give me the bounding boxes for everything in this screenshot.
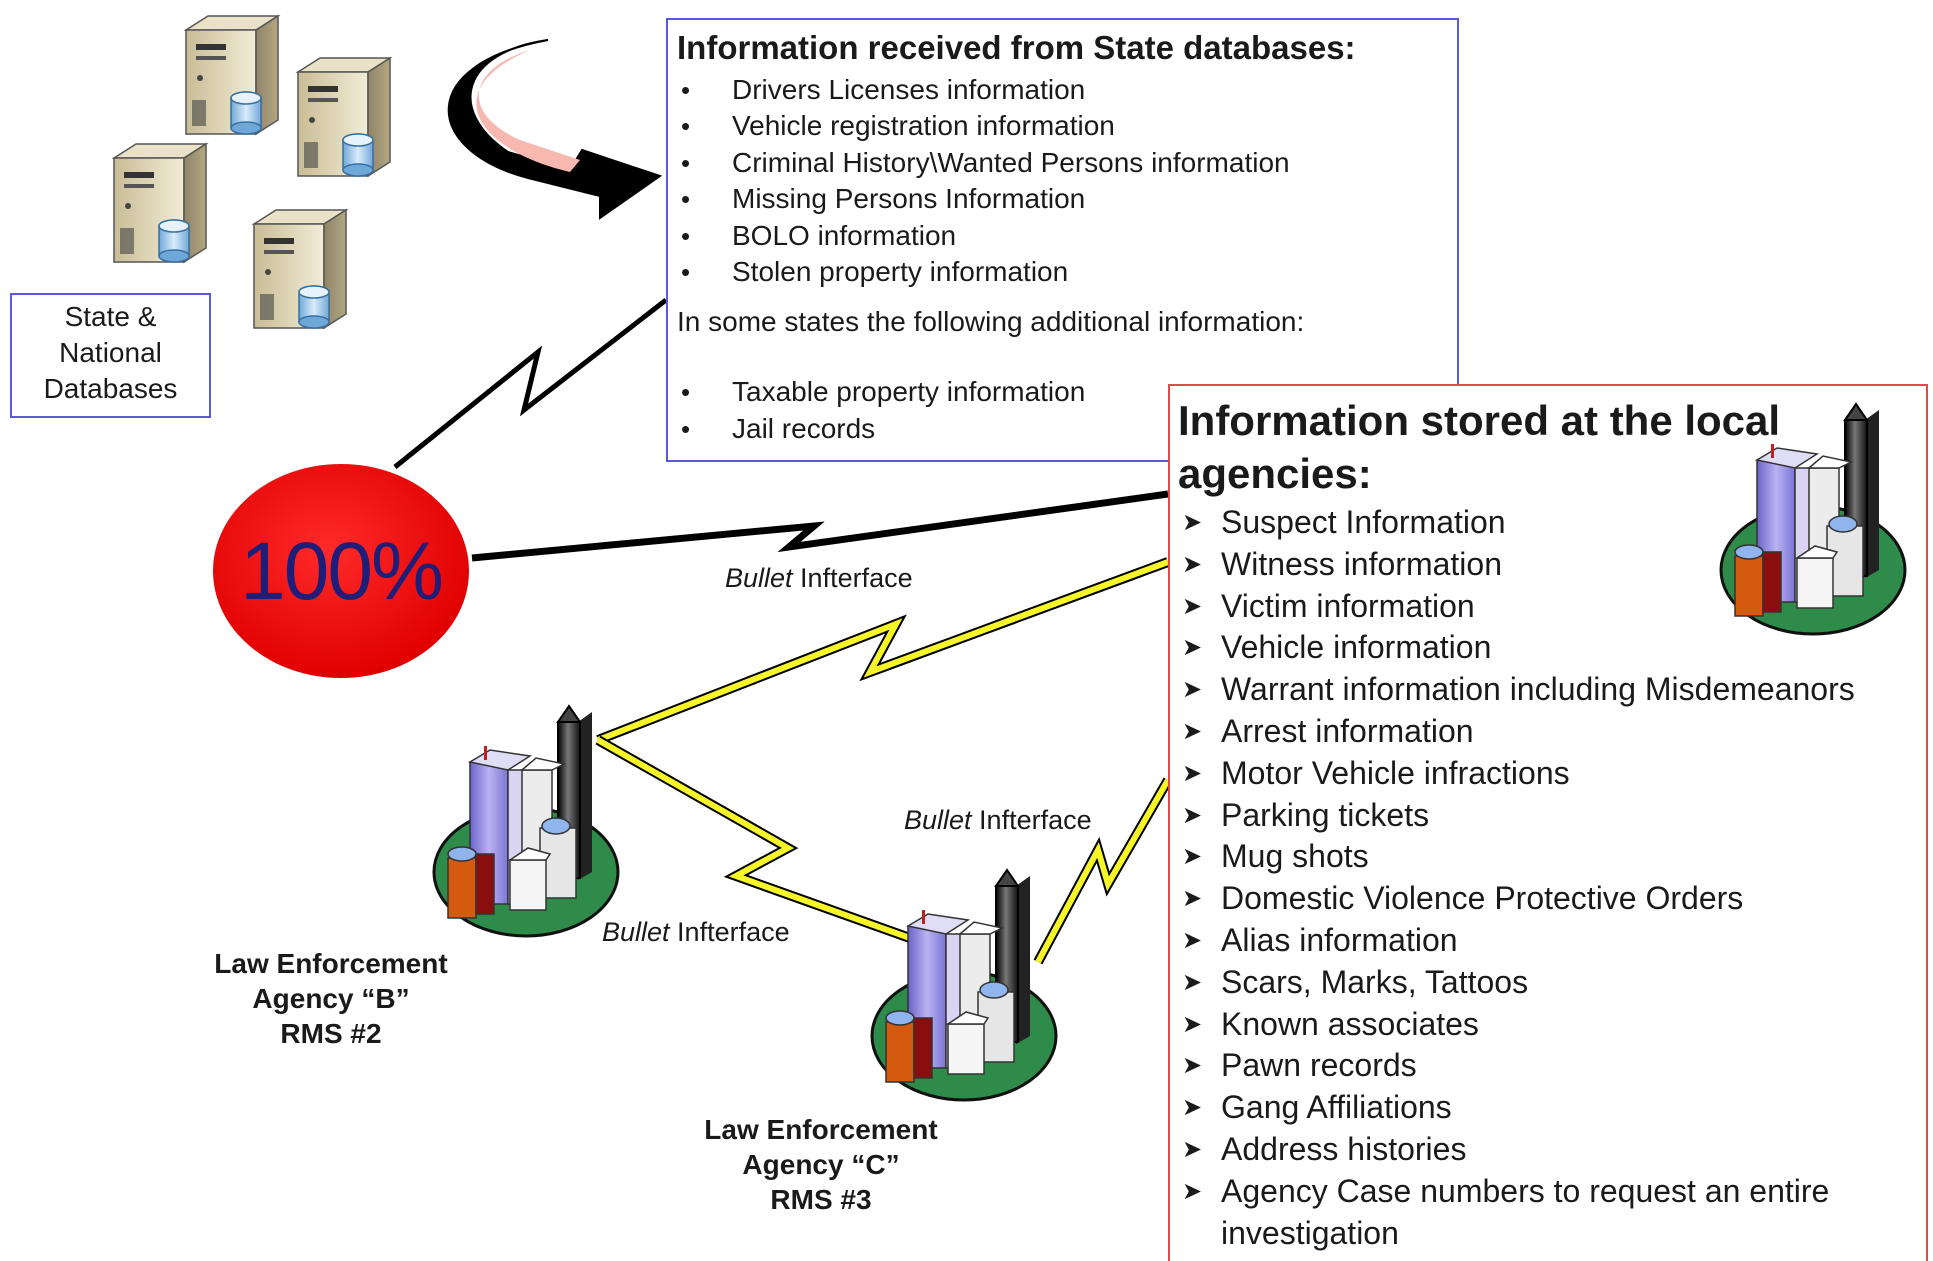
local-info-item: Known associates bbox=[1178, 1004, 1926, 1046]
state-info-item: BOLO information bbox=[677, 218, 1457, 255]
local-info-item: Agency Case numbers to request an entire… bbox=[1178, 1171, 1926, 1255]
local-info-item: Vehicle information bbox=[1178, 627, 1926, 669]
agency-c-line: Agency “C” bbox=[742, 1149, 900, 1180]
interface-label-rest: Infterface bbox=[669, 917, 790, 947]
lightning-link-c-local bbox=[1033, 777, 1173, 965]
state-db-line: State & bbox=[64, 301, 157, 332]
lightning-link-local bbox=[471, 490, 1169, 562]
state-info-panel: Information received from State database… bbox=[666, 18, 1459, 462]
local-info-title: Information stored at the local agencies… bbox=[1178, 397, 1781, 497]
lightning-link-state bbox=[393, 298, 668, 469]
local-info-item: Motor Vehicle infractions bbox=[1178, 753, 1926, 795]
city-agency-c-icon bbox=[870, 868, 1058, 1102]
state-info-item: Criminal History\Wanted Persons informat… bbox=[677, 145, 1457, 182]
lightning-link-b-c bbox=[595, 735, 968, 963]
local-info-item: Mug shots bbox=[1178, 836, 1926, 878]
interface-label-emph: Bullet bbox=[602, 917, 670, 947]
agency-c-line: Law Enforcement bbox=[704, 1114, 938, 1145]
lightning-link-b-local bbox=[596, 557, 1170, 745]
state-db-line: Databases bbox=[43, 373, 178, 404]
server-icon bbox=[253, 209, 347, 329]
agency-b-line: Agency “B” bbox=[252, 983, 410, 1014]
city-local-icon bbox=[1719, 402, 1907, 636]
local-info-item: Pawn records bbox=[1178, 1045, 1926, 1087]
local-info-item: Alias information bbox=[1178, 920, 1926, 962]
city-agency-b-icon bbox=[432, 704, 620, 938]
local-info-item: Gang Affiliations bbox=[1178, 1087, 1926, 1129]
local-info-item: Warrant information including Misdemeano… bbox=[1178, 669, 1926, 711]
state-info-extra-item: Jail records bbox=[677, 411, 1457, 448]
server-icon bbox=[185, 15, 279, 135]
state-info-item: Stolen property information bbox=[677, 254, 1457, 291]
agency-b-line: RMS #2 bbox=[280, 1018, 382, 1049]
agency-c-label: Law Enforcement Agency “C” RMS #3 bbox=[690, 1112, 952, 1217]
server-icon bbox=[297, 57, 391, 177]
interface-label: Bullet Infterface bbox=[904, 805, 1092, 836]
server-icon bbox=[113, 143, 207, 263]
interface-label-emph: Bullet bbox=[725, 563, 793, 593]
state-info-note: In some states the following additional … bbox=[677, 306, 1305, 338]
agency-b-label: Law Enforcement Agency “B” RMS #2 bbox=[200, 946, 462, 1051]
state-info-list: Drivers Licenses information Vehicle reg… bbox=[677, 72, 1457, 291]
local-info-item: Scars, Marks, Tattoos bbox=[1178, 962, 1926, 1004]
local-info-list: Suspect Information Witness information … bbox=[1178, 502, 1926, 1254]
local-info-item: Domestic Violence Protective Orders bbox=[1178, 878, 1926, 920]
local-info-item: Victim information bbox=[1178, 586, 1926, 628]
state-info-extra-item: Taxable property information bbox=[677, 374, 1457, 411]
state-databases-label: State & National Databases bbox=[10, 293, 211, 418]
agency-b-line: Law Enforcement bbox=[214, 948, 448, 979]
hub-percent-label: 100% bbox=[240, 525, 444, 617]
local-info-item: Witness information bbox=[1178, 544, 1926, 586]
local-info-item: Parking tickets bbox=[1178, 795, 1926, 837]
interface-label: Bullet Infterface bbox=[725, 563, 913, 594]
local-info-item: Address histories bbox=[1178, 1129, 1926, 1171]
state-info-item: Vehicle registration information bbox=[677, 108, 1457, 145]
state-info-item: Drivers Licenses information bbox=[677, 72, 1457, 109]
interface-label-rest: Infterface bbox=[971, 805, 1092, 835]
hub-circle bbox=[213, 464, 469, 678]
state-info-item: Missing Persons Information bbox=[677, 181, 1457, 218]
state-db-line: National bbox=[59, 337, 162, 368]
local-info-item: Suspect Information bbox=[1178, 502, 1926, 544]
interface-label-rest: Infterface bbox=[792, 563, 913, 593]
interface-label-emph: Bullet bbox=[904, 805, 972, 835]
state-info-extra-list: Taxable property information Jail record… bbox=[677, 374, 1457, 447]
state-info-title: Information received from State database… bbox=[677, 29, 1356, 66]
local-info-item: Arrest information bbox=[1178, 711, 1926, 753]
agency-c-line: RMS #3 bbox=[770, 1184, 872, 1215]
interface-label: Bullet Infterface bbox=[602, 917, 790, 948]
curved-arrow-icon bbox=[447, 39, 663, 220]
